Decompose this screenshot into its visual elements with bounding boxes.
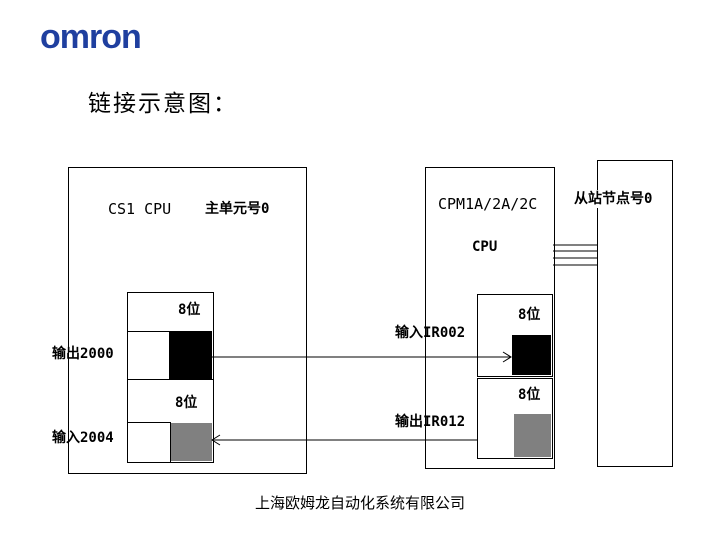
slave-input-bits-label: 8位 (518, 307, 541, 323)
slave-output-gray-block (514, 414, 551, 457)
master-input-bits-label: 8位 (175, 395, 198, 411)
slave-input-label: 输入IR002 (395, 325, 466, 341)
output-to-input-arrowhead (502, 351, 512, 363)
output-to-master-arrowhead (211, 434, 221, 446)
page-title: 链接示意图： (88, 91, 238, 117)
master-output-bits-label: 8位 (178, 302, 201, 318)
master-output-black-block (169, 331, 212, 379)
slave-output-label: 输出IR012 (395, 414, 466, 430)
master-input-blank-cell (127, 422, 171, 463)
master-unit-label: 主单元号0 (205, 201, 270, 217)
master-cpu-label: CS1 CPU (108, 200, 172, 218)
omron-logo: omron (40, 18, 142, 56)
slave-cpu-label: CPU (472, 239, 498, 255)
master-input-gray-block (171, 423, 212, 461)
slave-output-bits-label: 8位 (518, 387, 541, 403)
company-footer: 上海欧姆龙自动化系统有限公司 (254, 494, 465, 512)
master-output-label: 输出2000 (52, 346, 114, 362)
slave-input-black-block (512, 335, 551, 375)
slave-cpu-model: CPM1A/2A/2C (438, 195, 538, 213)
slave-station-label: 从站节点号0 (574, 190, 653, 208)
slave-expansion-box (597, 160, 673, 467)
master-input-label: 输入2004 (52, 430, 114, 446)
